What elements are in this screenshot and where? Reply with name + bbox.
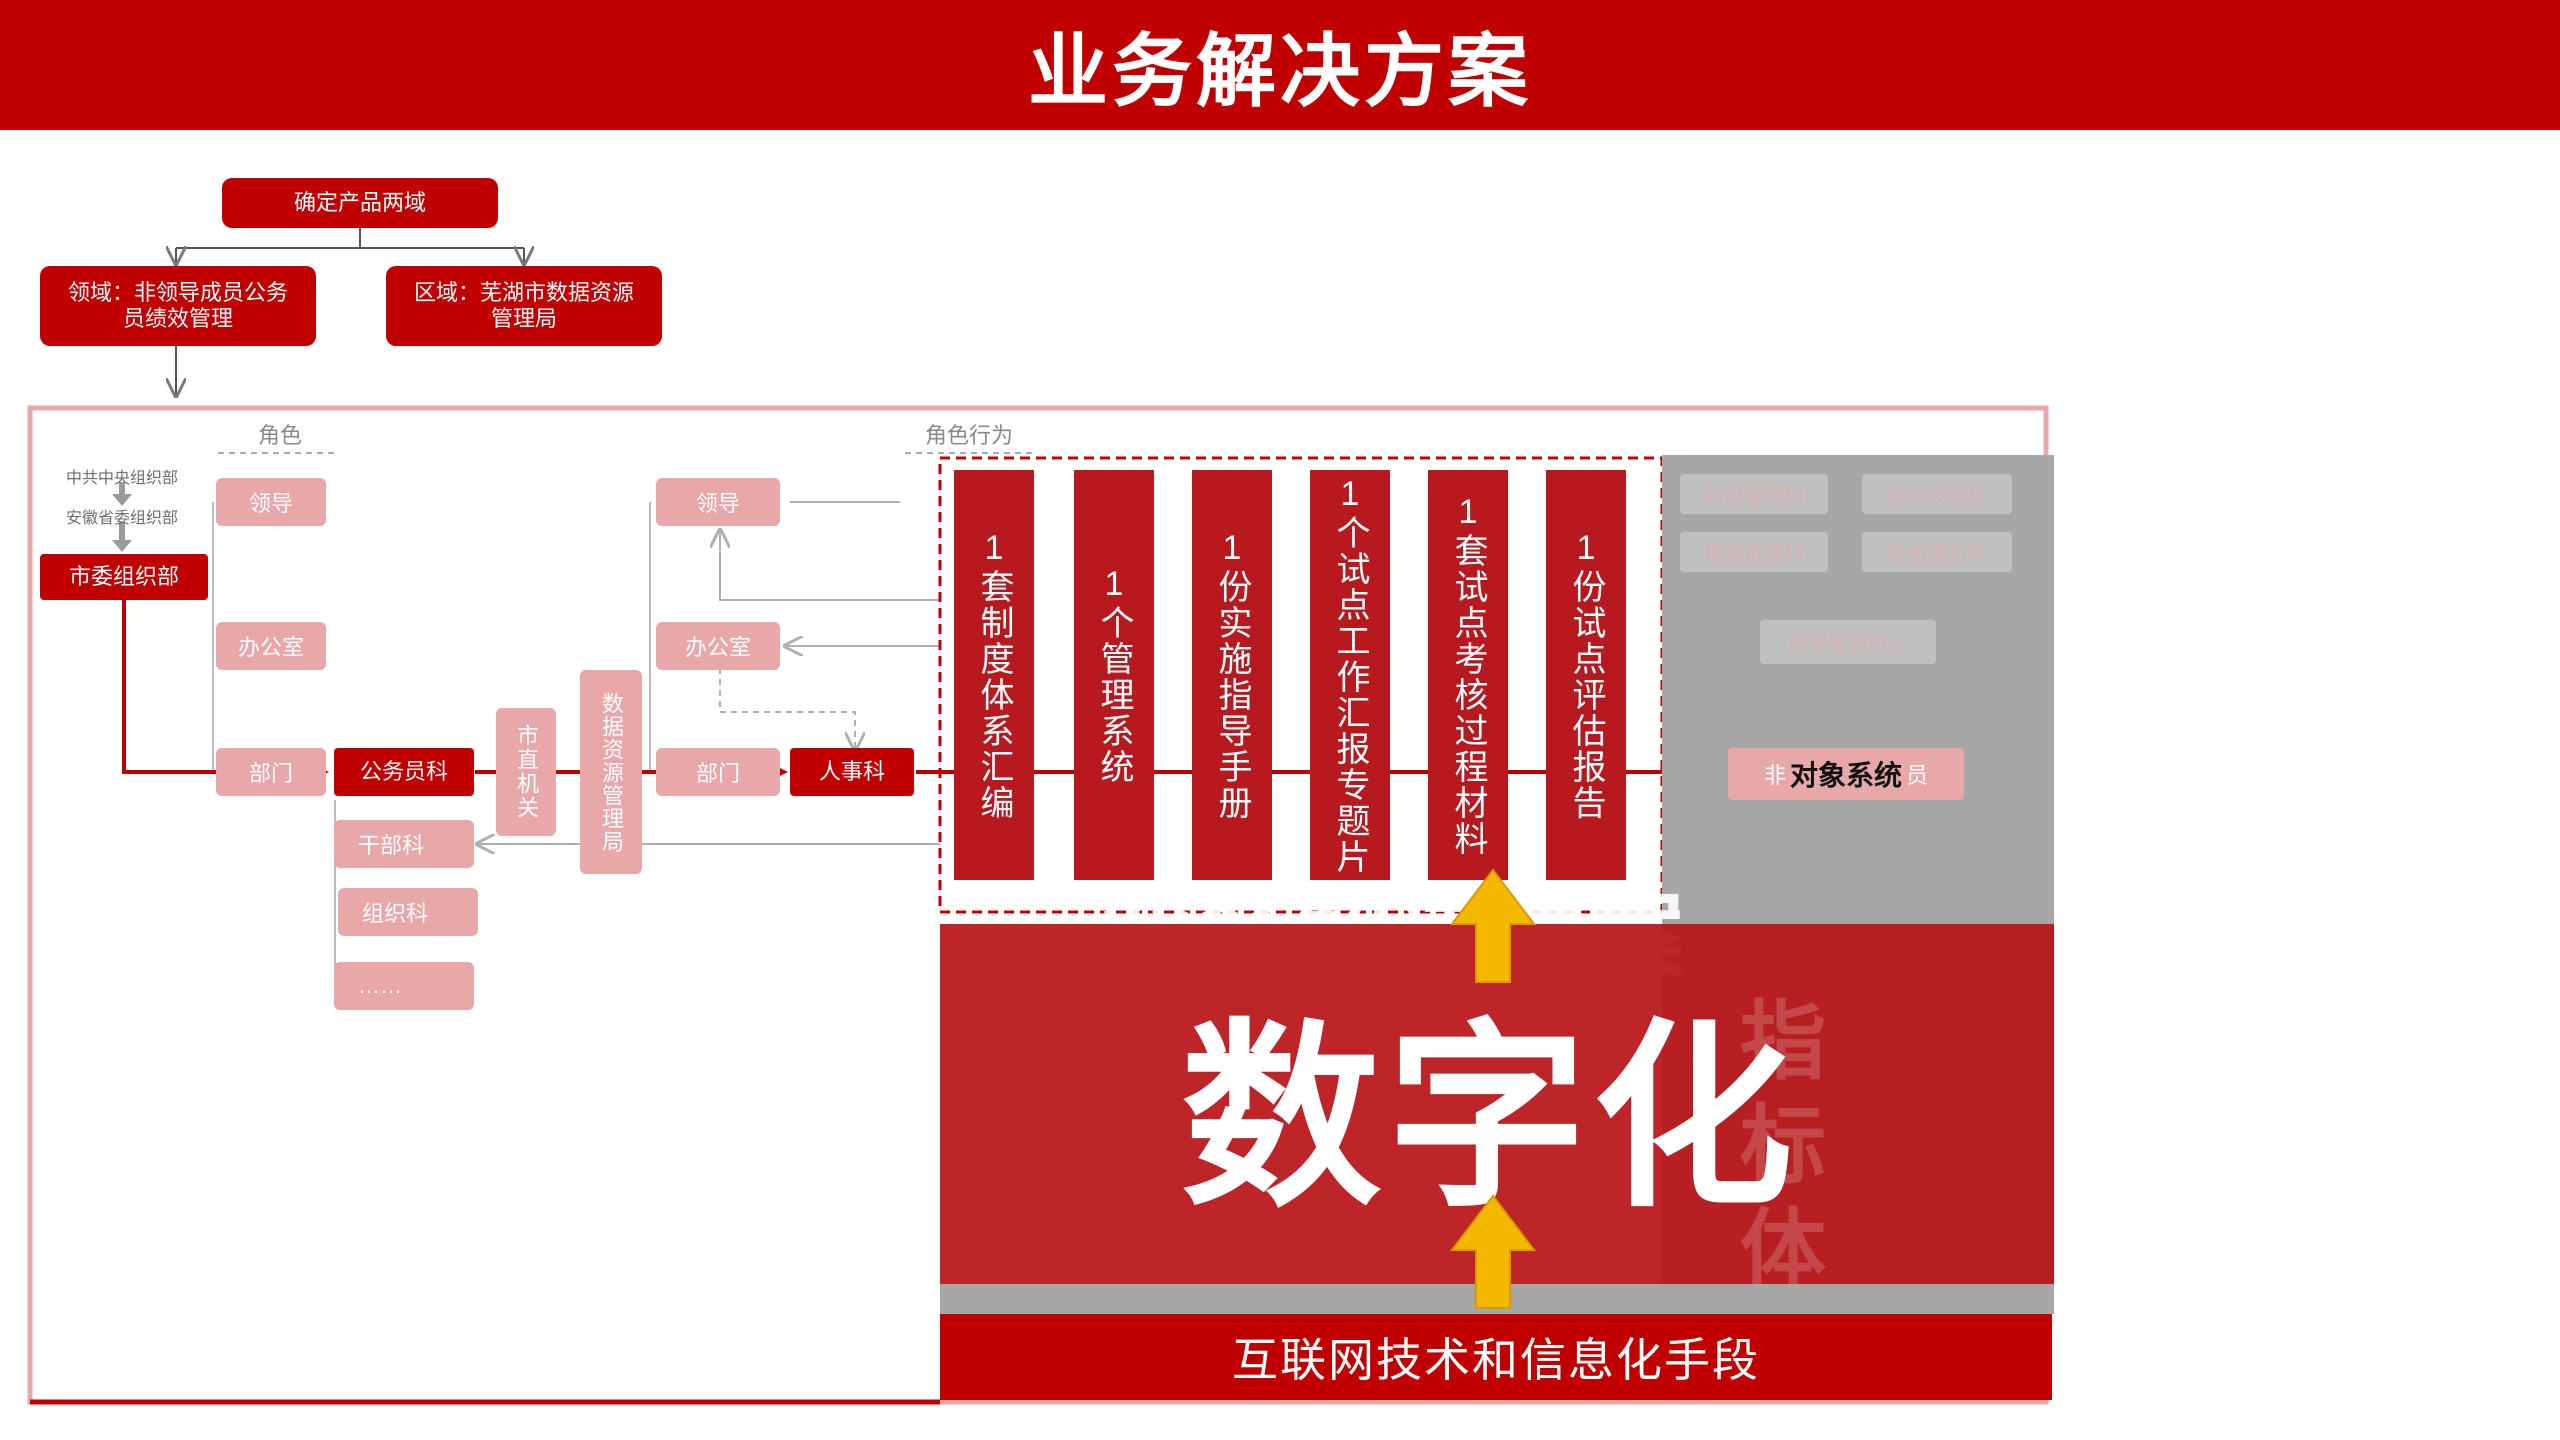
right-role-leader: 领导 <box>656 478 780 526</box>
sub-section-cadre: 干部科 <box>334 820 474 868</box>
org-city-box: 市委组织部 <box>40 554 208 600</box>
arrow-up-icon <box>1449 1194 1537 1309</box>
page-title: 业务解决方案 <box>0 0 2560 130</box>
header-role-behavior: 角色行为 <box>925 423 1014 448</box>
arrow-up-icon <box>1449 868 1537 983</box>
left-role-office: 办公室 <box>216 622 326 670</box>
domain-right-box: 区域：芜湖市数据资源管理局 <box>386 266 662 346</box>
target-system-label: 对象系统 <box>1789 760 1902 791</box>
sub-section-organization: 组织科 <box>338 888 478 936</box>
hr-section-box: 人事科 <box>790 748 914 796</box>
digital-title: 数字化 <box>1180 1007 1799 1230</box>
org-central: 中共中央组织部 <box>66 470 179 487</box>
top-box: 确定产品两域 <box>222 178 498 228</box>
org-province: 安徽省委组织部 <box>66 510 179 527</box>
sub-section-more: …… <box>334 962 474 1010</box>
deliverable-column: 1份试点评估报告 <box>1546 470 1626 880</box>
ghost-item: 政务服务中心 <box>1760 620 1936 664</box>
target-right-text: 员 <box>1906 763 1929 788</box>
right-role-office: 办公室 <box>656 622 780 670</box>
ghost-item: 综合规划科 <box>1862 474 2012 514</box>
ghost-item: 应用管理科 <box>1680 474 1828 514</box>
deliverable-column: 1份实施指导手册 <box>1192 470 1272 880</box>
left-role-leader: 领导 <box>216 478 326 526</box>
ghost-item: 数据资源科 <box>1680 532 1828 572</box>
deliverable-column: 1个试点工作汇报专题片 <box>1310 470 1390 880</box>
left-role-department: 部门 <box>216 748 326 796</box>
ghost-item: 政务服务科 <box>1862 532 2012 572</box>
deliverable-column: 1套试点考核过程材料 <box>1428 470 1508 880</box>
header-roles: 角色 <box>258 423 303 448</box>
right-role-department: 部门 <box>656 748 780 796</box>
civil-servant-section: 公务员科 <box>334 748 474 796</box>
deliverable-column: 1个管理系统 <box>1074 470 1154 880</box>
target-system-box: 非 对象系统 员 <box>1728 748 1964 800</box>
target-left-text: 非 <box>1763 763 1786 788</box>
data-bureau-box: 数据资源管理局 <box>580 670 642 874</box>
domain-left-box: 领域：非领导成员公务员绩效管理 <box>40 266 316 346</box>
deliverable-column: 1套制度体系汇编 <box>954 470 1034 880</box>
city-organs-box: 市直机关 <box>496 708 556 836</box>
bottom-bar: 互联网技术和信息化手段 <box>940 1314 2052 1400</box>
